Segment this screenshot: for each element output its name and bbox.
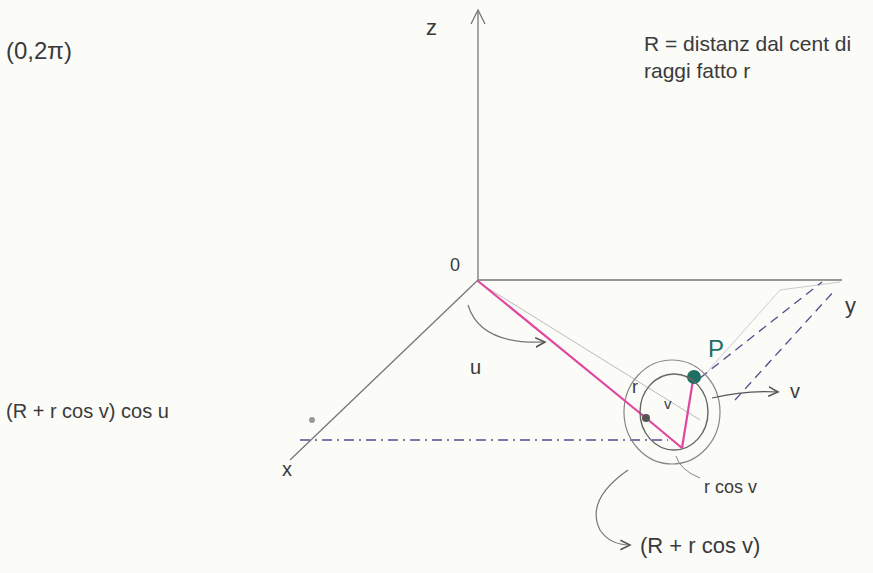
angle-label: v: [790, 380, 800, 402]
projection-line: [735, 290, 835, 400]
tick-dot: [309, 417, 315, 423]
length-formula: (R + r cos v): [640, 534, 760, 558]
angle-label: v: [664, 396, 672, 411]
z-axis: [477, 12, 478, 282]
angle-label: u: [470, 356, 481, 378]
circle-outline: [640, 374, 708, 450]
z-arrowhead: [471, 10, 485, 24]
center-dot: [642, 414, 650, 422]
y-axis: [478, 279, 842, 280]
point-label: P: [708, 336, 724, 362]
projection-line: [700, 282, 822, 378]
major-radius: [478, 281, 646, 418]
height-segment: [682, 380, 693, 448]
x-axis: [290, 280, 478, 460]
axis-label: z: [426, 16, 437, 40]
angle-arc: [468, 305, 545, 342]
projection-line: [300, 439, 668, 440]
tube-section: rv: [624, 360, 720, 464]
radius-label: r: [632, 378, 638, 396]
coordinate-formula: (R + r cos v) cos u: [6, 400, 169, 422]
origin-label: 0: [450, 256, 460, 276]
sketch-line: [478, 282, 700, 420]
leader-line: [676, 456, 700, 478]
interval-note: (0,2π): [6, 38, 72, 64]
note: R = distanz dal cent di raggi fatto r: [644, 30, 866, 85]
sketch-line: [700, 282, 840, 380]
length-formula: r cos v: [704, 478, 757, 498]
circle-outline: [624, 360, 720, 464]
axis-label: x: [282, 458, 292, 480]
minor-radius: [646, 418, 682, 448]
axis-label: y: [845, 294, 856, 318]
leader-line: [712, 392, 778, 398]
leader-line: [596, 470, 630, 545]
